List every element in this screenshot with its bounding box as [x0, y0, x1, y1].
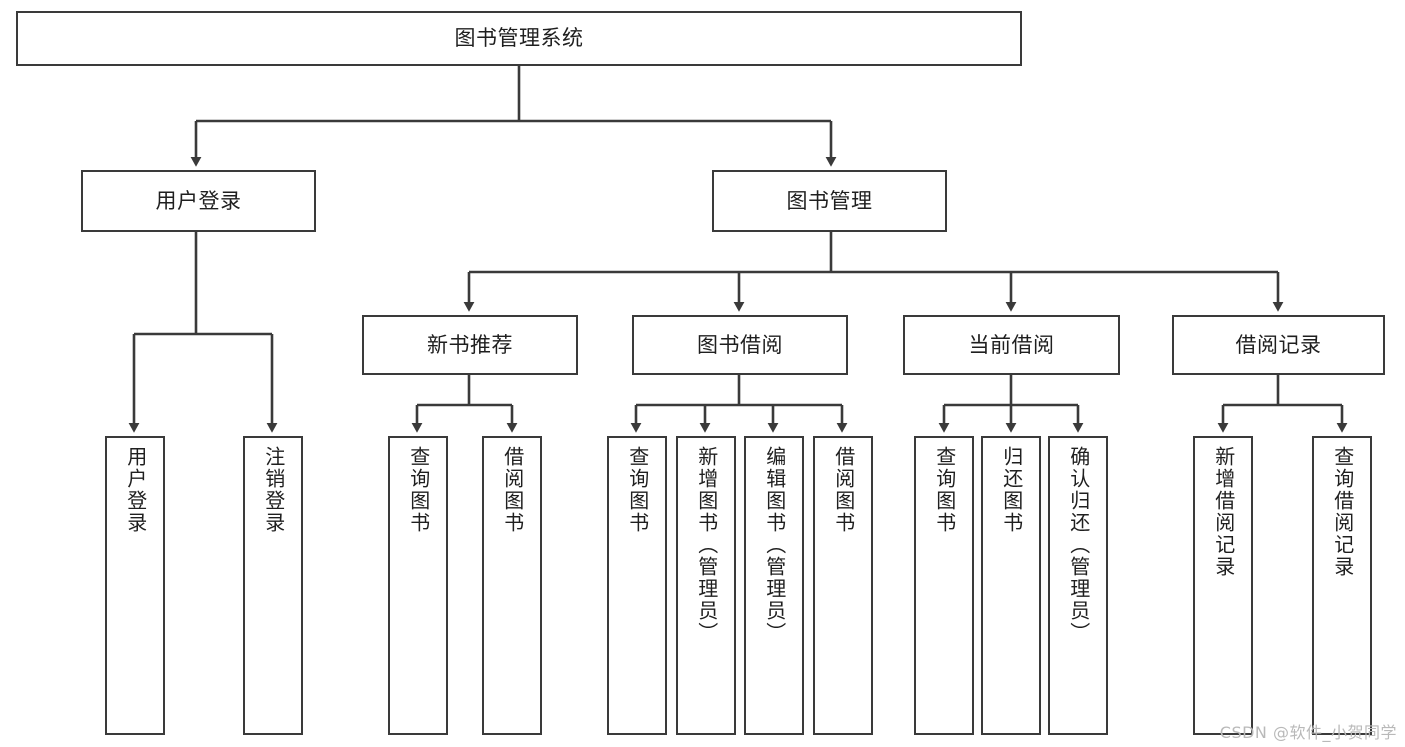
leaf-borrow-add-book-label: 新增图书（管理员） — [694, 446, 719, 644]
leaf-user-login-login[interactable]: 用户登录 — [105, 436, 165, 735]
node-root-label: 图书管理系统 — [454, 26, 584, 51]
leaf-user-login-login-label: 用户登录 — [123, 446, 148, 534]
leaf-recommend-query-book-label: 查询图书 — [406, 446, 431, 534]
leaf-current-confirm-return-label: 确认归还（管理员） — [1066, 446, 1091, 644]
leaf-current-return-book-label: 归还图书 — [999, 446, 1024, 534]
node-book-management[interactable]: 图书管理 — [712, 170, 947, 232]
node-current-borrow-label: 当前借阅 — [968, 332, 1055, 357]
node-book-borrow[interactable]: 图书借阅 — [632, 315, 848, 375]
leaf-recommend-borrow-book[interactable]: 借阅图书 — [482, 436, 542, 735]
watermark: CSDN @软件_小贺同学 — [1219, 723, 1397, 742]
leaf-borrow-query-book-label: 查询图书 — [625, 446, 650, 534]
leaf-user-login-logout[interactable]: 注销登录 — [243, 436, 303, 735]
node-user-login-label: 用户登录 — [155, 188, 242, 213]
node-current-borrow[interactable]: 当前借阅 — [903, 315, 1120, 375]
leaf-current-confirm-return[interactable]: 确认归还（管理员） — [1048, 436, 1108, 735]
leaf-current-query-book[interactable]: 查询图书 — [914, 436, 974, 735]
leaf-borrow-borrow-book[interactable]: 借阅图书 — [813, 436, 873, 735]
leaf-user-login-logout-label: 注销登录 — [261, 446, 286, 534]
leaf-borrow-borrow-book-label: 借阅图书 — [831, 446, 856, 534]
leaf-recommend-borrow-book-label: 借阅图书 — [500, 446, 525, 534]
leaf-current-query-book-label: 查询图书 — [932, 446, 957, 534]
node-borrow-record-label: 借阅记录 — [1235, 332, 1322, 357]
leaf-record-query-record[interactable]: 查询借阅记录 — [1312, 436, 1372, 735]
node-new-book-recommend[interactable]: 新书推荐 — [362, 315, 578, 375]
leaf-record-query-record-label: 查询借阅记录 — [1330, 446, 1355, 578]
leaf-current-return-book[interactable]: 归还图书 — [981, 436, 1041, 735]
node-new-book-recommend-label: 新书推荐 — [427, 332, 513, 357]
node-user-login[interactable]: 用户登录 — [81, 170, 316, 232]
leaf-record-add-record-label: 新增借阅记录 — [1211, 446, 1236, 578]
leaf-borrow-query-book[interactable]: 查询图书 — [607, 436, 667, 735]
leaf-borrow-edit-book[interactable]: 编辑图书（管理员） — [744, 436, 804, 735]
node-book-management-label: 图书管理 — [786, 188, 873, 213]
node-book-borrow-label: 图书借阅 — [697, 332, 783, 357]
node-borrow-record[interactable]: 借阅记录 — [1172, 315, 1385, 375]
leaf-recommend-query-book[interactable]: 查询图书 — [388, 436, 448, 735]
leaf-borrow-add-book[interactable]: 新增图书（管理员） — [676, 436, 736, 735]
leaf-borrow-edit-book-label: 编辑图书（管理员） — [762, 446, 787, 644]
leaf-record-add-record[interactable]: 新增借阅记录 — [1193, 436, 1253, 735]
node-root[interactable]: 图书管理系统 — [16, 11, 1022, 66]
